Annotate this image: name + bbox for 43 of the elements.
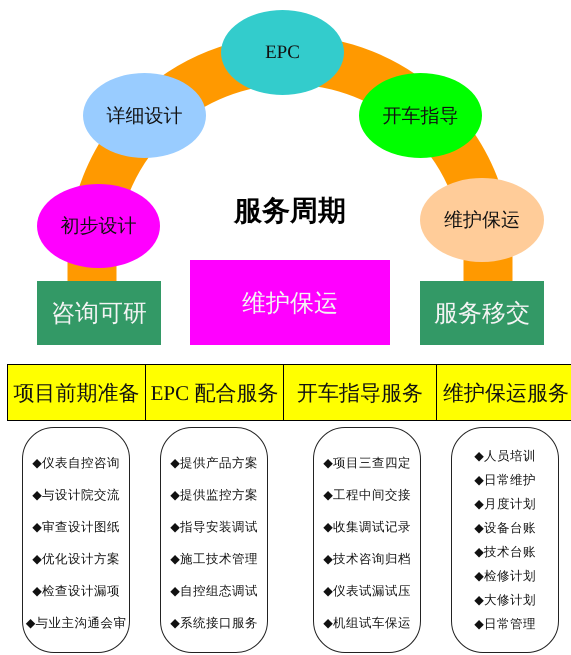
list-item: ◆机组试车保运 <box>323 615 411 632</box>
column-header: EPC 配合服务 <box>145 364 284 421</box>
stage-ellipse: 初步设计 <box>37 184 160 268</box>
stage-ellipse: 详细设计 <box>83 73 206 158</box>
task-list-box <box>160 427 268 653</box>
list-item: ◆月度计划 <box>474 496 536 513</box>
list-item: ◆技术台账 <box>474 544 536 561</box>
stage-box: 服务移交 <box>420 281 544 345</box>
list-item: ◆大修计划 <box>474 592 536 609</box>
stage-ellipse: EPC <box>221 10 344 95</box>
list-item: ◆施工技术管理 <box>170 551 258 568</box>
list-item: ◆项目三查四定 <box>323 455 411 472</box>
list-item: ◆仪表试漏试压 <box>323 583 411 600</box>
stage-box: 咨询可研 <box>37 281 161 345</box>
list-item: ◆优化设计方案 <box>32 551 120 568</box>
list-item: ◆日常维护 <box>474 472 536 489</box>
list-item: ◆与设计院交流 <box>32 487 120 504</box>
column-header: 项目前期准备 <box>7 364 146 421</box>
list-item: ◆检查设计漏项 <box>32 583 120 600</box>
list-item: ◆仪表自控咨询 <box>32 455 120 472</box>
list-item: ◆指导安装调试 <box>170 519 258 536</box>
task-list-box <box>451 427 559 653</box>
list-item: ◆技术咨询归档 <box>323 551 411 568</box>
list-item: ◆审查设计图纸 <box>32 519 120 536</box>
list-item: ◆设备台账 <box>474 520 536 537</box>
column-header: 开车指导服务 <box>283 364 437 421</box>
diagram-title: 服务周期 <box>232 193 347 229</box>
list-item: ◆收集调试记录 <box>323 519 411 536</box>
list-item: ◆日常管理 <box>474 616 536 633</box>
list-item: ◆系统接口服务 <box>170 615 258 632</box>
list-item: ◆检修计划 <box>474 568 536 585</box>
task-list-box <box>22 427 130 653</box>
list-item: ◆工程中间交接 <box>323 487 411 504</box>
column-header: 维护保运服务 <box>436 364 571 421</box>
list-item: ◆与业主沟通会审 <box>26 615 126 632</box>
list-item: ◆提供监控方案 <box>170 487 258 504</box>
list-item: ◆自控组态调试 <box>170 583 258 600</box>
stage-ellipse: 维护保运 <box>420 178 544 262</box>
task-list-box <box>313 427 421 653</box>
list-item: ◆提供产品方案 <box>170 455 258 472</box>
stage-box: 维护保运 <box>190 260 390 345</box>
stage-ellipse: 开车指导 <box>359 73 482 158</box>
list-item: ◆人员培训 <box>474 448 536 465</box>
